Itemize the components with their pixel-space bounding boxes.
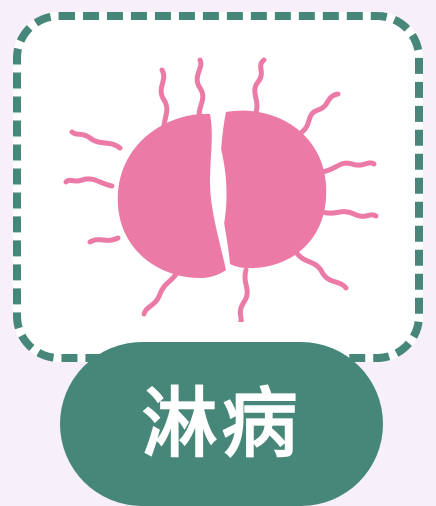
gonorrhea-bacteria-icon bbox=[63, 57, 379, 322]
disease-label-pill: 淋病 bbox=[60, 342, 383, 506]
disease-name: 淋病 bbox=[141, 379, 302, 468]
